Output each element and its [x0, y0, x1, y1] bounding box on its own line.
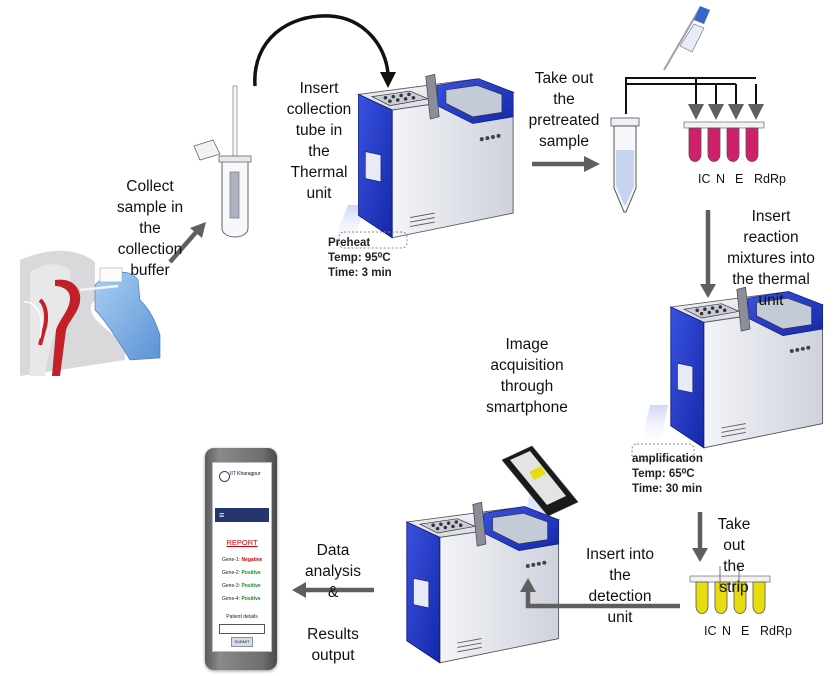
label-image-acquisition: Image acquisition through smartphone	[486, 336, 568, 416]
app-title-bar: ≡ COVIRAP	[215, 508, 269, 534]
institute-name: IIT Kharagpur	[230, 471, 261, 477]
collection-tube	[193, 85, 252, 238]
app-screen: IIT Kharagpur ≡ COVIRAP REPORT Gene-1: N…	[212, 462, 272, 652]
reaction-tubes	[683, 121, 765, 162]
amplification-conditions: amplification Temp: 65⁰C Time: 30 min	[632, 453, 703, 495]
thermal-unit-2	[640, 286, 824, 449]
reaction-tube-label-e: E	[735, 172, 744, 186]
reaction-tube-label-ic: IC	[698, 172, 711, 186]
app-title: COVIRAP	[219, 524, 261, 534]
pipette	[663, 6, 710, 71]
strip-tube-label-e: E	[741, 624, 750, 638]
institute-logo-icon	[219, 471, 230, 482]
label-insert-reaction-mixtures: Insert reaction mixtures into the therma…	[727, 208, 815, 309]
label-take-out-pretreated: Take out the pretreated sample	[528, 70, 600, 150]
gene-result-row: Gene-2: Positive	[222, 570, 261, 576]
patient-details-label: Patient details	[226, 614, 258, 620]
gene-result-row: Gene-3: Positive	[222, 583, 261, 589]
strip-tubes	[689, 566, 771, 614]
label-take-out-strip: Take out the strip	[717, 516, 751, 596]
label-insert-detection: Insert into the detection unit	[585, 546, 655, 626]
detection-unit	[406, 480, 560, 664]
label-collect-sample: Collect sample in the collection buffer	[116, 178, 184, 279]
smartphone: IIT Kharagpur ≡ COVIRAP REPORT Gene-1: N…	[205, 448, 277, 670]
distribution-lines	[625, 77, 764, 120]
reaction-tube-label-rdrp: RdRp	[754, 172, 786, 186]
menu-icon[interactable]: ≡	[219, 510, 225, 520]
flow-arrows	[168, 14, 716, 609]
preheat-conditions: Preheat Temp: 95⁰C Time: 3 min	[328, 237, 392, 279]
gene-result-row: Gene-4: Positive	[222, 596, 261, 602]
pretreated-sample-tube	[610, 117, 640, 213]
label-data-analysis: Data analysis & Results output	[305, 542, 361, 664]
strip-tube-label-rdrp: RdRp	[760, 624, 792, 638]
test-strip	[501, 445, 579, 517]
strip-tube-label-ic: IC	[704, 624, 717, 638]
reaction-tube-label-n: N	[716, 172, 726, 186]
report-heading: REPORT	[226, 538, 258, 547]
gene-result-row: Gene-1: Negative	[222, 557, 263, 563]
strip-tube-label-n: N	[722, 624, 732, 638]
label-insert-collection-tube: Insert collection tube in the Thermal un…	[286, 80, 352, 202]
patient-swab-illustration	[20, 250, 161, 376]
submit-button[interactable]: SUBMIT	[231, 637, 253, 647]
patient-details-input[interactable]	[219, 624, 265, 634]
